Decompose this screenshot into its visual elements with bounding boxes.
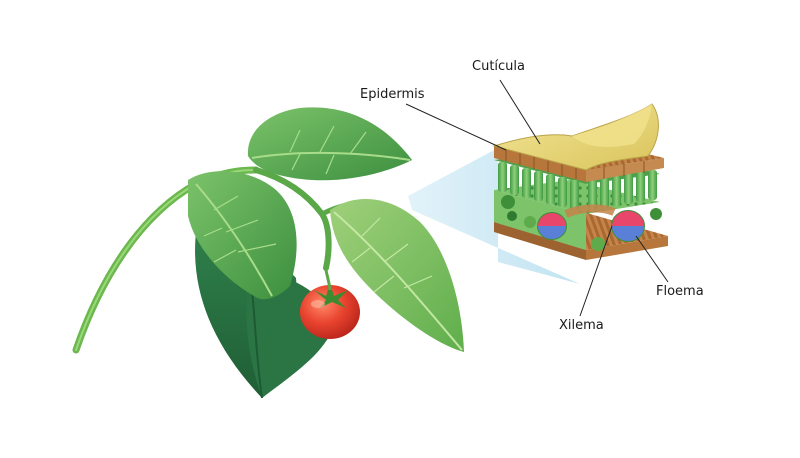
plant-illustration <box>72 107 464 399</box>
label-cuticula: Cutícula <box>472 59 525 74</box>
leader-floema <box>635 235 669 283</box>
leader-cuticula <box>499 79 541 145</box>
vascular-bundle-right <box>611 210 645 242</box>
leaf-cross-section-illustration <box>492 103 668 260</box>
label-xilema: Xilema <box>559 318 604 333</box>
tomato-fruit <box>300 269 360 339</box>
leader-lines <box>405 79 669 317</box>
leader-xilema <box>579 225 613 317</box>
label-floema: Floema <box>656 284 704 299</box>
leader-epidermis <box>405 103 507 151</box>
label-epidermis: Epidermis <box>360 87 425 102</box>
vascular-bundle-left <box>537 212 567 240</box>
